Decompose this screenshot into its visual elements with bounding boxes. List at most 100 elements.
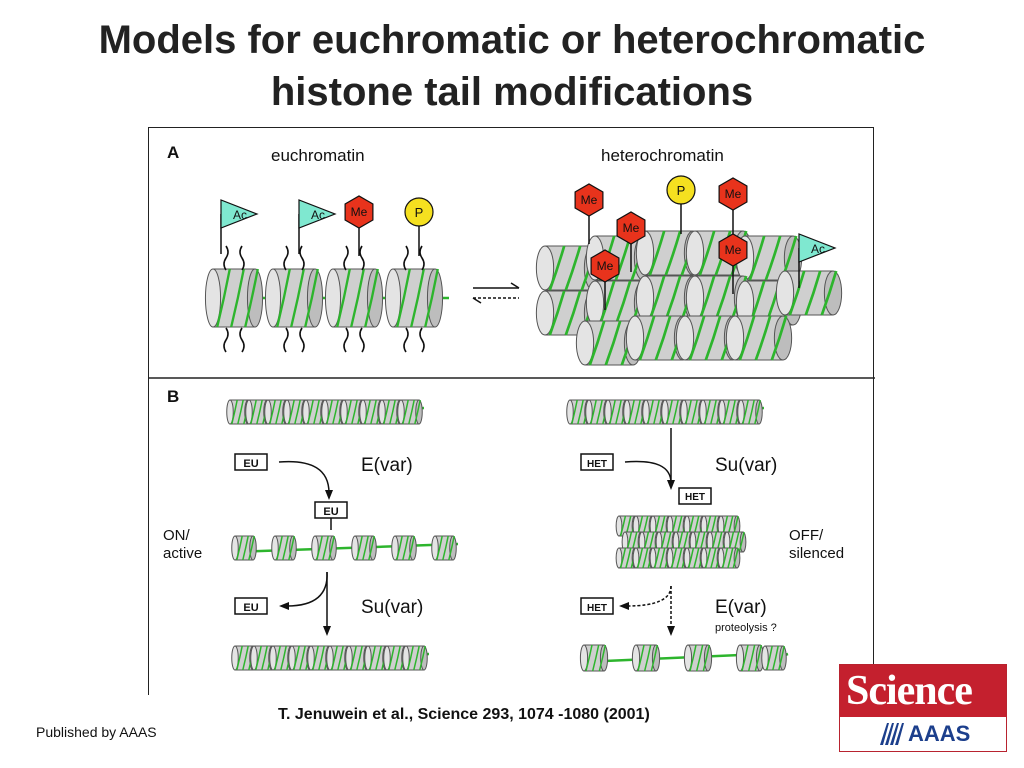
dna-wrap [788, 270, 806, 316]
histone-tail [359, 245, 365, 271]
dna-wrap [820, 270, 838, 316]
dna-wrap [778, 645, 785, 671]
dna-wrap [274, 645, 281, 671]
on-label-1: ON/ [163, 527, 191, 544]
histone-tail [359, 327, 365, 353]
suvar-arrowhead-left [279, 602, 289, 610]
panel-a-letter: A [167, 143, 179, 162]
phospho-circle-icon: P [404, 197, 434, 256]
acetyl-flag-icon: Ac [298, 199, 337, 254]
histone-tail [419, 327, 425, 353]
dna-wrap [326, 399, 333, 425]
dna-wrap [337, 645, 344, 671]
dna-wrap [276, 268, 291, 328]
panel-b-letter: B [167, 387, 179, 406]
dna-wrap [619, 547, 627, 569]
dna-wrap [564, 245, 582, 291]
histone-tail [403, 327, 409, 353]
het-box-bottom [580, 597, 614, 615]
eu-box-top [234, 453, 268, 471]
dna-wrap [689, 644, 697, 672]
dna-wrap [402, 535, 409, 561]
dna-wrap [688, 315, 706, 361]
dna-wrap [304, 268, 319, 328]
dna-wrap [571, 399, 578, 425]
dna-wrap [442, 535, 449, 561]
dna-wrap [691, 399, 698, 425]
histone-tail [419, 245, 425, 271]
nucleosome [675, 315, 743, 361]
nucleosome [264, 268, 324, 328]
chromatin-fiber [761, 645, 789, 671]
dna-wrap [248, 535, 255, 561]
svg-text:Me: Me [597, 259, 614, 273]
dna-wrap [388, 645, 395, 671]
dna-wrap [369, 645, 376, 671]
dna-wrap [282, 535, 289, 561]
dna-wrap [396, 535, 403, 561]
dna-wrap [619, 515, 627, 537]
svg-text:P: P [677, 183, 686, 198]
off-label-1: OFF/ [789, 527, 824, 544]
dna-wrap [436, 535, 443, 561]
nucleosome [391, 535, 417, 561]
het-box-top-label: HET [587, 459, 607, 470]
dna-wrap [659, 547, 666, 569]
dna-wrap [615, 399, 622, 425]
evar-label-right: E(var) [715, 597, 767, 618]
dna-wrap [216, 268, 231, 328]
dna-wrap [244, 268, 259, 328]
dna-wrap [704, 547, 712, 569]
dna-wrap [704, 399, 711, 425]
het-box-top [580, 453, 614, 471]
dna-wrap [738, 531, 745, 553]
chromatin-fiber [231, 535, 459, 561]
evar-label-left: E(var) [361, 455, 413, 476]
publisher-note: Published by AAAS [36, 724, 157, 740]
dna-wrap [237, 399, 244, 425]
histone-tail [239, 245, 245, 271]
histone-tail [223, 245, 229, 271]
dna-wrap [636, 547, 644, 569]
eu-box-mid-label: EU [323, 506, 338, 518]
dna-wrap [770, 315, 788, 361]
dna-wrap [290, 268, 305, 328]
aaas-mark-icon [880, 723, 904, 745]
dna-wrap [687, 547, 695, 569]
suvar-label-left: Su(var) [361, 597, 423, 618]
dna-wrap [742, 399, 749, 425]
histone-tail [403, 245, 409, 271]
dna-wrap [370, 399, 377, 425]
dna-wrap [585, 644, 593, 672]
histone-tail [239, 327, 245, 353]
evar-dashed-arrowhead [619, 602, 629, 610]
histone-tail [283, 327, 289, 353]
science-aaas-logo[interactable]: Science AAAS [839, 664, 1007, 752]
nucleosome [725, 315, 793, 361]
dna-wrap [748, 235, 766, 281]
nucleosome [271, 535, 297, 561]
dna-wrap [590, 399, 597, 425]
chromatin-fiber [566, 399, 765, 425]
dna-wrap [729, 399, 736, 425]
nucleosome [384, 268, 444, 328]
dna-wrap [666, 399, 673, 425]
dna-wrap [772, 645, 779, 671]
panel-b-fibers [226, 399, 789, 672]
dna-wrap [356, 535, 363, 561]
dna-wrap [288, 399, 295, 425]
dna-wrap [754, 644, 763, 672]
nucleosome [735, 644, 765, 672]
dna-wrap [764, 235, 782, 281]
dna-wrap [275, 399, 282, 425]
dna-wrap [364, 399, 371, 425]
dna-wrap [653, 399, 660, 425]
svg-text:Me: Me [581, 193, 598, 207]
dna-wrap [721, 547, 729, 569]
nucleosome [683, 644, 713, 672]
svg-text:Me: Me [351, 205, 368, 219]
nucleosome [324, 268, 384, 328]
dna-wrap [548, 245, 566, 291]
linker-dna [231, 542, 459, 554]
